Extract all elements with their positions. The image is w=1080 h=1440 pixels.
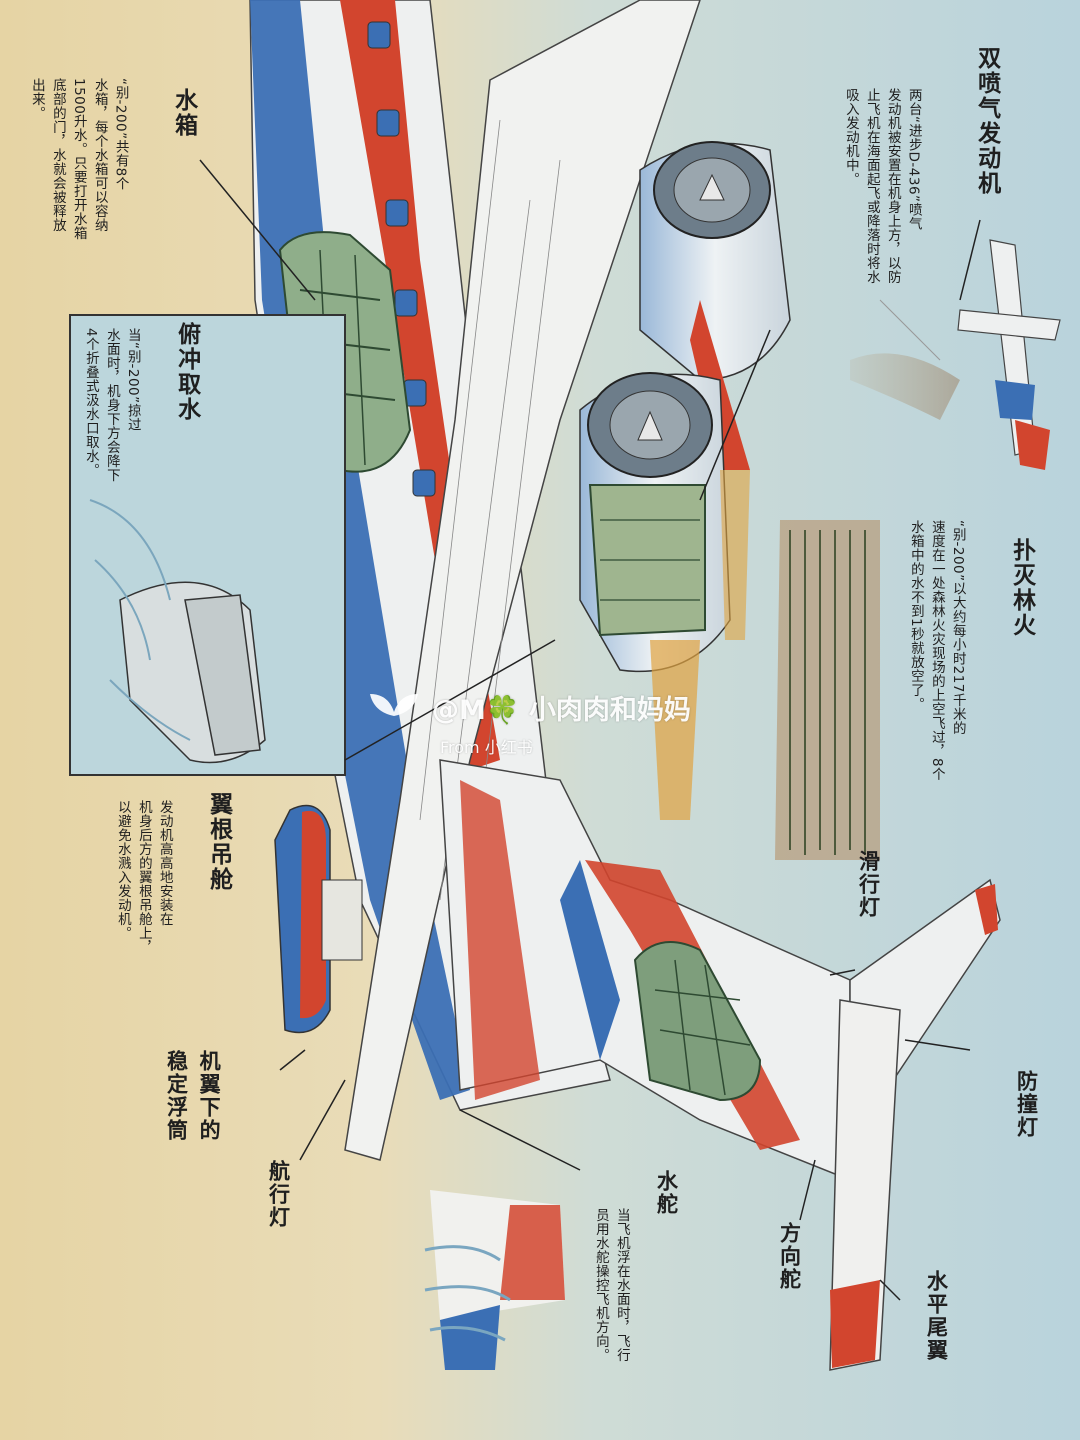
rudder-water-line-2: 员用水舵操控飞机方向。 [592, 1208, 609, 1362]
vertical-tail [829, 878, 1001, 1371]
scoop-line-1: 当“别-200”掠过 [124, 328, 141, 432]
firefight-body: “别-200”以大约每小时217千米的 速度在一处森林火灾现场的上空飞过，8个 … [905, 520, 968, 781]
firefight-line-2: 速度在一处森林火灾现场的上空飞过，8个 [928, 520, 945, 782]
twin-jet-line-3: 止飞机在海面起飞或降落时将水 [863, 88, 880, 284]
watermark-handle: @M🍀 小肉肉和妈妈 [432, 695, 691, 726]
nav-light-label: 航行灯 [266, 1160, 291, 1229]
float-label-line-2: 稳定浮筒 [164, 1050, 189, 1142]
anti-collision-label: 防撞灯 [1014, 1070, 1039, 1139]
scoop-line-3: 4个折叠式汲水口取水。 [82, 328, 99, 478]
water-tank-title: 水箱 [170, 88, 197, 138]
rudder-label: 方向舵 [777, 1222, 802, 1291]
twin-jet-line-1: 两台“进步D-436”喷气 [905, 88, 922, 231]
water-tank-body: “别-200”共有8个 水箱，每个水箱可以容纳 1500升水。只要打开水箱 底部… [26, 78, 131, 240]
rear-tank-cutaway [633, 941, 762, 1102]
taxi-light-label: 滑行灯 [856, 850, 881, 919]
h-stab-label: 水平尾翼 [924, 1270, 949, 1362]
firefight-line-3: 水箱中的水不到1秒就放空了。 [907, 520, 924, 712]
twin-jet-body: 两台“进步D-436”喷气 发动机被安置在机身上方，以防 止飞机在海面起飞或降落… [840, 88, 924, 284]
watermark-source: From 小红书 [440, 738, 533, 757]
scoop-title: 俯冲取水 [173, 322, 200, 422]
wing-float [274, 804, 363, 1034]
twin-jet-title: 双喷气发动机 [973, 46, 1000, 196]
small-plane-illustration [957, 239, 1061, 470]
twin-jet-line-2: 发动机被安置在机身上方，以防 [884, 88, 901, 284]
leader-lines [199, 159, 981, 1301]
water-tank-line-2: 水箱，每个水箱可以容纳 [91, 78, 108, 232]
water-tank-line-5: 出来。 [28, 78, 45, 120]
scoop-body: 当“别-200”掠过 水面时，机身下方会降下 4个折叠式汲水口取水。 [80, 328, 143, 482]
nacelle-line-3: 以避免水溅入发动机。 [114, 800, 131, 940]
rudder-water-body: 当飞机浮在水面时，飞行 员用水舵操控飞机方向。 [590, 1208, 632, 1362]
firefight-line-1: “别-200”以大约每小时217千米的 [949, 520, 966, 735]
watermark-logo-icon [364, 686, 424, 750]
rudder-water-line-1: 当飞机浮在水面时，飞行 [613, 1208, 630, 1362]
water-tank-line-4: 底部的门，水就会被释放 [49, 78, 66, 232]
nacelle-title: 翼根吊舱 [205, 792, 232, 892]
nacelle-line-1: 发动机高高地安装在 [156, 800, 173, 926]
water-tank-line-3: 1500升水。只要打开水箱 [70, 78, 87, 241]
rudder-water-title: 水舵 [654, 1170, 679, 1216]
scoop-inset [69, 314, 346, 776]
float-label: 机翼下的 稳定浮筒 [160, 1050, 225, 1142]
nacelle-body: 发动机高高地安装在 机身后方的翼根吊舱上， 以避免水溅入发动机。 [112, 800, 175, 954]
nacelle-line-2: 机身后方的翼根吊舱上， [135, 800, 152, 954]
firefight-title: 扑灭林火 [1008, 538, 1035, 638]
forest-fire-scene [775, 299, 960, 860]
float-label-line-1: 机翼下的 [197, 1050, 222, 1142]
twin-jet-line-4: 吸入发动机中。 [842, 88, 859, 186]
water-rudder-illustration [424, 1190, 565, 1370]
scoop-line-2: 水面时，机身下方会降下 [103, 328, 120, 482]
engine-front [579, 372, 750, 820]
water-tank-line-1: “别-200”共有8个 [112, 78, 129, 191]
